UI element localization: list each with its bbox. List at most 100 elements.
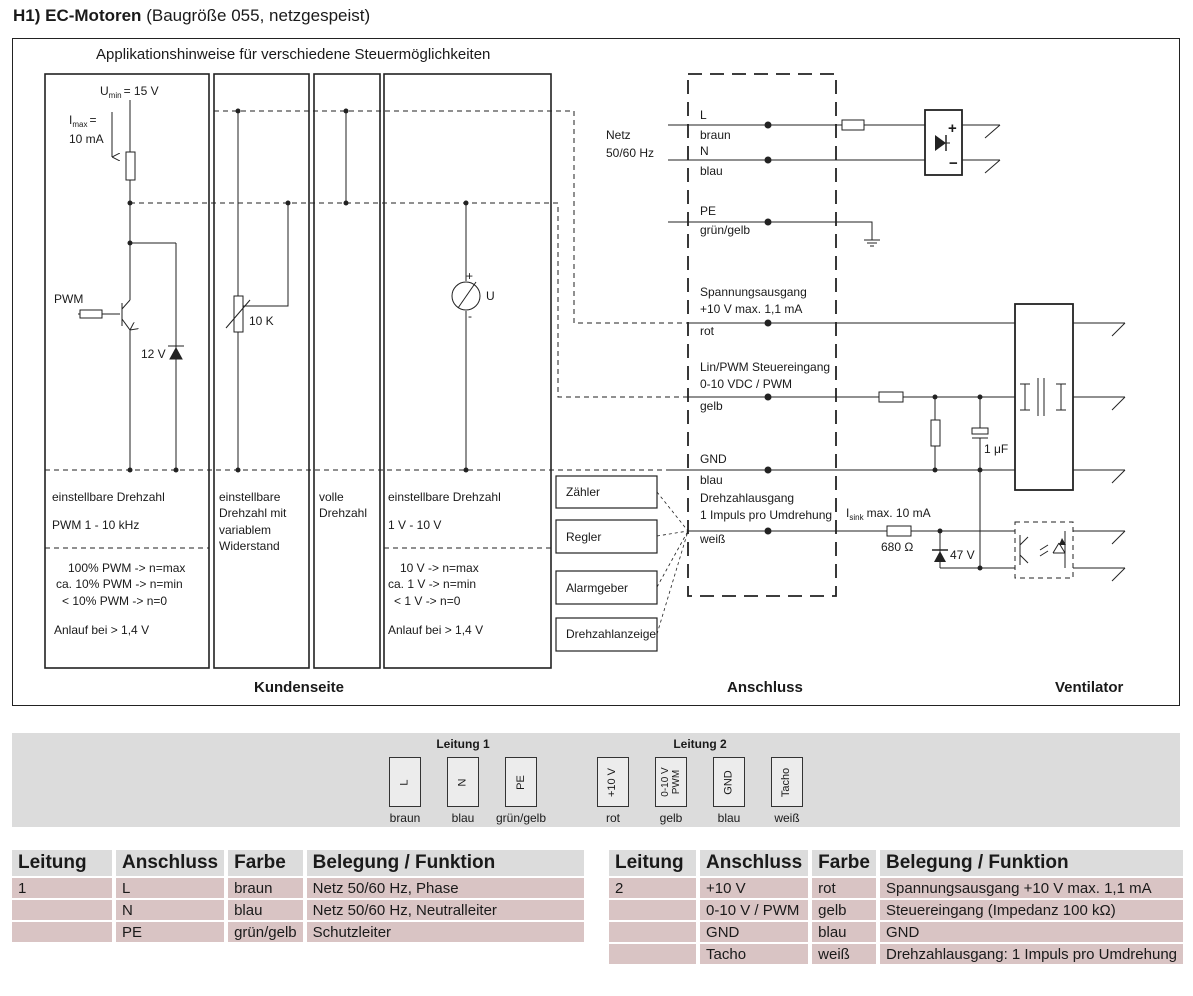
voltmeter-minus: -: [468, 309, 472, 323]
table-cell: rot: [812, 878, 876, 898]
pwm-desc2: PWM 1 - 10 kHz: [52, 518, 139, 532]
rectifier-plus: +: [948, 120, 957, 137]
pin-L: L: [389, 757, 421, 807]
table-row: 2 +10 V rot Spannungsausgang +10 V max. …: [609, 878, 1183, 898]
capacitor-label: 1 μF: [984, 442, 1008, 456]
pwm-desc1: einstellbare Drehzahl: [52, 490, 165, 504]
pin-caption: braun: [389, 811, 421, 825]
pwm-row: 100% PWM -> n=max: [68, 561, 185, 575]
wire-N-color: blau: [700, 164, 723, 178]
pin-PE: PE: [505, 757, 537, 807]
table-cell: +10 V: [700, 878, 809, 898]
col-header: Farbe: [812, 850, 876, 876]
zener-47v-label: 47 V: [950, 548, 975, 562]
table-cell: Schutzleiter: [306, 922, 584, 942]
pot-box: [213, 73, 310, 669]
table-cell: L: [116, 878, 225, 898]
pin-N: N: [447, 757, 479, 807]
col-header: Farbe: [228, 850, 303, 876]
section-connection: Anschluss: [727, 679, 803, 696]
col-header: Belegung / Funktion: [306, 850, 584, 876]
col-header: Belegung / Funktion: [880, 850, 1183, 876]
wire-10v-color: rot: [700, 324, 715, 338]
group2-title: Leitung 2: [673, 737, 727, 751]
voltmeter-label: U: [486, 289, 495, 303]
pot-desc: variablem: [219, 523, 271, 537]
pwm-row: < 10% PWM -> n=0: [62, 594, 167, 608]
table-header-row: Leitung Anschluss Farbe Belegung / Funkt…: [12, 850, 584, 876]
group1-title: Leitung 1: [436, 737, 490, 751]
pwm-label: PWM: [54, 292, 83, 306]
wire-L-color: braun: [700, 128, 731, 142]
pot-desc: Drehzahl mit: [219, 506, 287, 520]
table-cell: [609, 900, 697, 920]
table-cell: Drehzahlausgang: 1 Impuls pro Umdrehung: [880, 944, 1183, 964]
wire-N: N: [700, 144, 709, 158]
section-fan: Ventilator: [1055, 679, 1124, 696]
pwm-start: Anlauf bei > 1,4 V: [54, 623, 149, 637]
table-cell: N: [116, 900, 225, 920]
volt-box: [383, 73, 552, 669]
wire-PE: PE: [700, 204, 716, 218]
table-cell: gelb: [812, 900, 876, 920]
table-cell: [12, 922, 112, 942]
table-cell: 0-10 V / PWM: [700, 900, 809, 920]
volt-row: ca. 1 V -> n=min: [388, 577, 476, 591]
wire-gnd: GND: [700, 452, 727, 466]
pin-table-2: Leitung Anschluss Farbe Belegung / Funkt…: [605, 848, 1187, 966]
pin-caption: gelb: [659, 811, 683, 825]
table-cell: grün/gelb: [228, 922, 303, 942]
device-box: [555, 617, 658, 652]
table-cell: blau: [812, 922, 876, 942]
table-row: 0-10 V / PWM gelb Steuereingang (Impedan…: [609, 900, 1183, 920]
volt-desc2: 1 V - 10 V: [388, 518, 441, 532]
voltmeter-plus: +: [466, 269, 473, 283]
table-cell: PE: [116, 922, 225, 942]
wiring-diagram: Applikationshinweise für verschiedene St…: [44, 46, 1126, 696]
wire-tacho: Drehzahlausgang: [700, 491, 794, 505]
table-cell: Tacho: [700, 944, 809, 964]
title-main: H1) EC-Motoren: [13, 6, 142, 25]
device-zaehler: Zähler: [566, 485, 600, 499]
wire-pwm-color: gelb: [700, 399, 723, 413]
pin-table-1: Leitung Anschluss Farbe Belegung / Funkt…: [8, 848, 588, 944]
diagram-frame: [12, 38, 1180, 706]
col-header: Anschluss: [116, 850, 225, 876]
wire-10v-spec: +10 V max. 1,1 mA: [700, 302, 802, 316]
device-box: [555, 570, 658, 605]
full-box: [313, 73, 381, 669]
wire-tacho-color: weiß: [699, 532, 725, 546]
volt-desc1: einstellbare Drehzahl: [388, 490, 501, 504]
rectifier-minus: −: [949, 155, 958, 172]
pin-caption: blau: [451, 811, 475, 825]
table-cell: blau: [228, 900, 303, 920]
volt-row: 10 V -> n=max: [400, 561, 479, 575]
zener-12v-label: 12 V: [141, 347, 166, 361]
table-row: Tacho weiß Drehzahlausgang: 1 Impuls pro…: [609, 944, 1183, 964]
wire-pwm: Lin/PWM Steuereingang: [700, 360, 830, 374]
device-drehzahlanzeige: Drehzahlanzeige: [566, 627, 656, 641]
resistor-680-label: 680 Ω: [881, 540, 913, 554]
pin-caption: rot: [605, 811, 620, 825]
mains-label: Netz: [606, 128, 631, 142]
device-alarmgeber: Alarmgeber: [566, 581, 628, 595]
wire-10v: Spannungsausgang: [700, 285, 807, 299]
table-cell: 1: [12, 878, 112, 898]
table-cell: Steuereingang (Impedanz 100 kΩ): [880, 900, 1183, 920]
page-title: H1) EC-Motoren (Baugröße 055, netzgespei…: [13, 6, 370, 26]
table-row: GND blau GND: [609, 922, 1183, 942]
table-cell: [12, 900, 112, 920]
device-regler: Regler: [566, 530, 601, 544]
table-cell: braun: [228, 878, 303, 898]
pot-value: 10 K: [249, 314, 274, 328]
pin-tacho: Tacho: [771, 757, 803, 807]
table-row: N blau Netz 50/60 Hz, Neutralleiter: [12, 900, 584, 920]
pin-caption: grün/gelb: [495, 811, 547, 825]
device-box: [555, 519, 658, 554]
umin-label: Umin= 15 V: [100, 84, 159, 100]
wire-gnd-color: blau: [700, 473, 723, 487]
pwm-box: [44, 73, 210, 669]
table-header-row: Leitung Anschluss Farbe Belegung / Funkt…: [609, 850, 1183, 876]
optocoupler: [1014, 521, 1074, 579]
